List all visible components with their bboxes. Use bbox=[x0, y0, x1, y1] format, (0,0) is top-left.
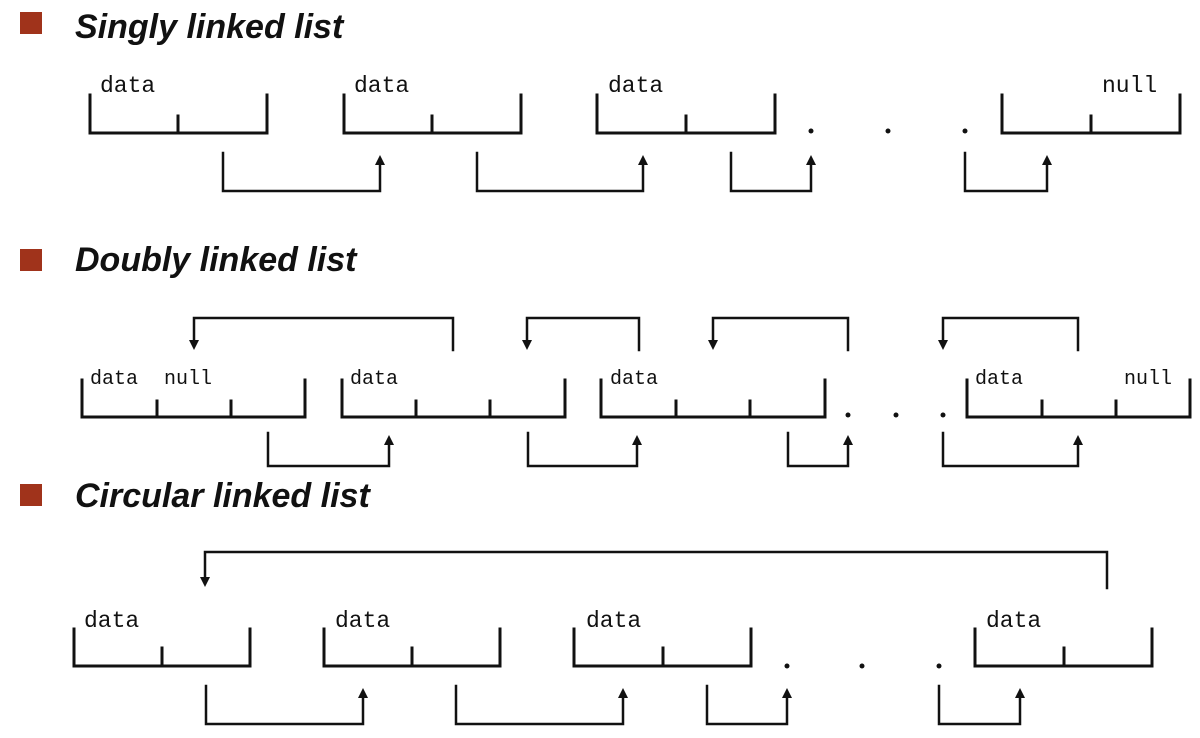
node-label: data bbox=[586, 608, 641, 634]
node-label: data bbox=[986, 608, 1041, 634]
next-pointer-arrow bbox=[221, 151, 385, 193]
node-label: data bbox=[335, 608, 390, 634]
list-node: data bbox=[595, 73, 777, 135]
next-pointer-arrow bbox=[705, 684, 792, 726]
next-pointer-arrow bbox=[963, 151, 1052, 193]
ellipsis-dot bbox=[893, 412, 899, 418]
ellipsis-dot bbox=[962, 128, 968, 134]
prev-pointer-arrow bbox=[708, 316, 850, 352]
ellipsis-dot bbox=[808, 128, 814, 134]
ellipsis-dot bbox=[936, 663, 942, 669]
node-label: data bbox=[90, 368, 138, 391]
next-pointer-arrow bbox=[266, 431, 394, 468]
ellipsis-dot bbox=[784, 663, 790, 669]
ellipsis-dot bbox=[845, 412, 851, 418]
bullet-square bbox=[20, 12, 42, 34]
section-singly-linked-list: Singly linked list data data data null bbox=[20, 8, 1182, 193]
next-pointer-arrow bbox=[475, 151, 648, 193]
section-title: Circular linked list bbox=[75, 477, 371, 515]
ellipsis-dot bbox=[940, 412, 946, 418]
circular-pointer-arrow bbox=[200, 550, 1109, 590]
bullet-square bbox=[20, 484, 42, 506]
node-label: data bbox=[350, 368, 398, 391]
list-node: data bbox=[973, 608, 1154, 668]
next-pointer-arrow bbox=[526, 431, 642, 468]
next-pointer-arrow bbox=[204, 684, 368, 726]
node-label: data bbox=[354, 73, 409, 99]
list-node: data bbox=[72, 608, 252, 668]
list-node: data bbox=[599, 368, 827, 419]
section-doubly-linked-list: Doubly linked list data null data data bbox=[20, 241, 1192, 468]
list-node: data bbox=[88, 73, 269, 135]
bullet-square bbox=[20, 249, 42, 271]
section-title: Doubly linked list bbox=[75, 241, 358, 279]
node-label: data bbox=[84, 608, 139, 634]
list-node: data null bbox=[965, 368, 1192, 419]
section-title: Singly linked list bbox=[75, 8, 345, 46]
next-pointer-arrow bbox=[786, 431, 853, 468]
list-node: data null bbox=[80, 368, 307, 419]
list-node: data bbox=[342, 73, 523, 135]
node-label: data bbox=[608, 73, 663, 99]
ellipsis-dot bbox=[885, 128, 891, 134]
next-pointer-arrow bbox=[454, 684, 628, 726]
list-node: null bbox=[1000, 73, 1182, 135]
node-label: null bbox=[1124, 368, 1172, 391]
ellipsis-dot bbox=[859, 663, 865, 669]
list-node: data bbox=[340, 368, 567, 419]
node-label: null bbox=[164, 368, 212, 391]
prev-pointer-arrow bbox=[938, 316, 1080, 352]
node-label: data bbox=[975, 368, 1023, 391]
next-pointer-arrow bbox=[937, 684, 1025, 726]
next-pointer-arrow bbox=[729, 151, 816, 193]
node-label: data bbox=[100, 73, 155, 99]
next-pointer-arrow bbox=[941, 431, 1083, 468]
section-circular-linked-list: Circular linked list data data data data bbox=[20, 477, 1154, 726]
node-label: data bbox=[610, 368, 658, 391]
prev-pointer-arrow bbox=[522, 316, 641, 352]
node-label: null bbox=[1102, 73, 1157, 99]
list-node: data bbox=[572, 608, 753, 668]
list-node: data bbox=[322, 608, 502, 668]
prev-pointer-arrow bbox=[189, 316, 455, 352]
